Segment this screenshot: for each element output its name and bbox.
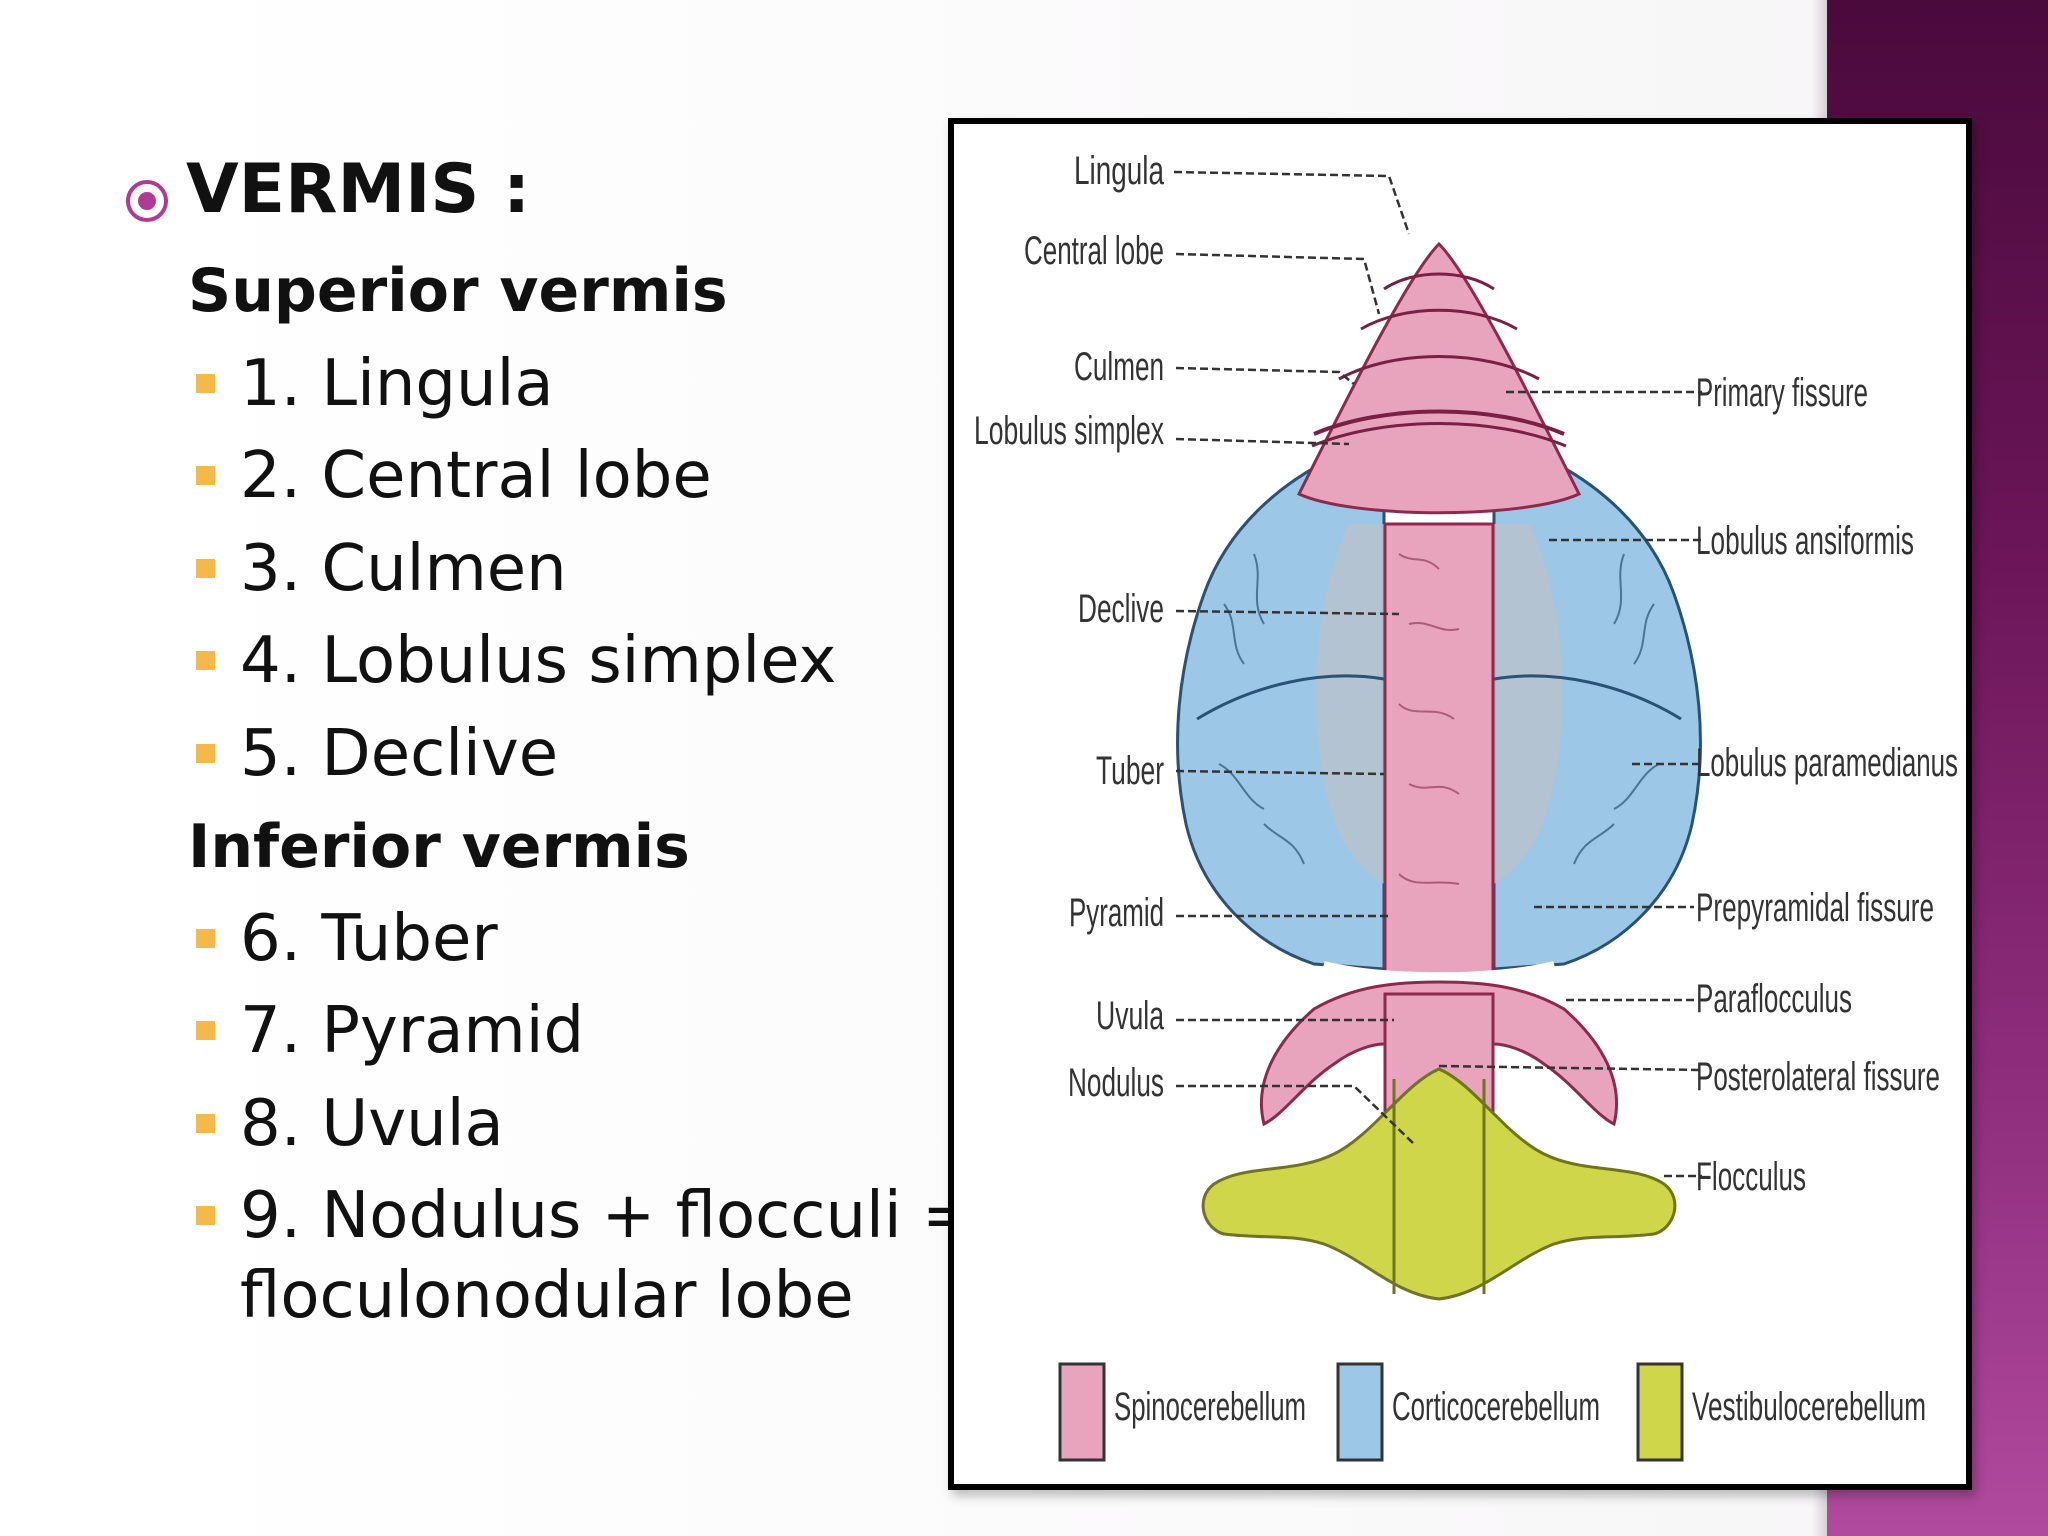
- superior-vermis-heading: Superior vermis: [188, 256, 728, 326]
- label-tuber: Tuber: [1096, 749, 1164, 793]
- pyramid-paraflocculus: [1259, 980, 1619, 1127]
- cerebellum-diagram: Lingula Central lobe Culmen Lobulus simp…: [948, 118, 1972, 1490]
- list-item-text: 7. Pyramid: [240, 994, 585, 1068]
- legend-swatch-corticocerebellum: [1336, 1362, 1384, 1462]
- square-bullet-icon: [196, 559, 215, 578]
- cerebellum-diagram-svg: Lingula Central lobe Culmen Lobulus simp…: [974, 149, 1958, 1462]
- primary-fissure-arc: [1313, 409, 1565, 436]
- label-pyramid: Pyramid: [1069, 891, 1164, 935]
- legend: Spinocerebellum Corticocerebellum Vestib…: [1058, 1362, 1926, 1462]
- square-bullet-icon: [196, 1114, 215, 1133]
- hemisphere-fissure-line: [1196, 674, 1385, 721]
- legend-swatch-spinocerebellum: [1058, 1362, 1106, 1462]
- legend-label-corticocerebellum: Corticocerebellum: [1392, 1385, 1600, 1429]
- legend-swatch-vestibulocerebellum: [1636, 1362, 1684, 1462]
- list-item-text: 3. Culmen: [240, 532, 567, 606]
- folia-lines: [1218, 553, 1660, 865]
- label-primary-fissure: Primary fissure: [1696, 371, 1868, 415]
- list-item-text: floculonodular lobe: [240, 1259, 854, 1333]
- intermediate-zone-right: [1494, 524, 1563, 884]
- list-item-text: 2. Central lobe: [240, 439, 712, 513]
- flocculonodular-lobe: [1201, 1067, 1677, 1301]
- circle-bullet-icon: [126, 180, 168, 222]
- label-lobulus-paramedianus: Lobulus paramedianus: [1696, 741, 1958, 785]
- nodulus-divider: [1392, 1079, 1486, 1294]
- square-bullet-icon: [196, 651, 215, 670]
- label-flocculus: Flocculus: [1696, 1155, 1806, 1199]
- square-bullet-icon: [196, 744, 215, 763]
- list-item-text: 4. Lobulus simplex: [240, 624, 837, 698]
- square-bullet-icon: [196, 1021, 215, 1040]
- vermis-folia: [1398, 553, 1460, 885]
- leader-lines: [1173, 170, 1703, 1178]
- label-uvula: Uvula: [1096, 994, 1165, 1038]
- label-culmen: Culmen: [1074, 345, 1164, 389]
- label-central-lobe: Central lobe: [1024, 229, 1164, 273]
- fissure-arc: [1383, 272, 1495, 291]
- legend-label-spinocerebellum: Spinocerebellum: [1114, 1385, 1306, 1429]
- primary-fissure-arc: [1311, 422, 1567, 448]
- inferior-vermis-heading: Inferior vermis: [188, 812, 690, 882]
- square-bullet-icon: [196, 374, 215, 393]
- list-item-text: 6. Tuber: [240, 902, 498, 976]
- fissure-arc: [1338, 355, 1540, 381]
- vermis-strip: [1383, 522, 1495, 976]
- label-paraflocculus: Paraflocculus: [1696, 977, 1852, 1021]
- label-posterolateral-fissure: Posterolateral fissure: [1696, 1055, 1940, 1099]
- list-item-text: 8. Uvula: [240, 1087, 504, 1161]
- fissure-arc: [1360, 308, 1518, 331]
- square-bullet-icon: [196, 466, 215, 485]
- label-nodulus: Nodulus: [1068, 1061, 1164, 1105]
- superior-vermis-cap: [1296, 241, 1582, 515]
- label-declive: Declive: [1078, 587, 1164, 631]
- label-lobulus-ansiformis: Lobulus ansiformis: [1696, 519, 1914, 563]
- label-lingula: Lingula: [1074, 149, 1165, 193]
- list-item-text: 1. Lingula: [240, 347, 554, 421]
- list-item-text: 5. Declive: [240, 717, 559, 791]
- square-bullet-icon: [196, 1206, 215, 1225]
- label-lobulus-simplex: Lobulus simplex: [974, 409, 1164, 453]
- label-prepyramidal-fissure: Prepyramidal fissure: [1696, 886, 1934, 930]
- square-bullet-icon: [196, 929, 215, 948]
- prepyramidal-fissure-gap: [1323, 961, 1555, 979]
- slide-heading: VERMIS :: [186, 150, 531, 229]
- legend-label-vestibulocerebellum: Vestibulocerebellum: [1692, 1385, 1926, 1429]
- list-item-text: 9. Nodulus + flocculi =: [240, 1179, 976, 1253]
- hemisphere-fissure-line: [1493, 674, 1682, 721]
